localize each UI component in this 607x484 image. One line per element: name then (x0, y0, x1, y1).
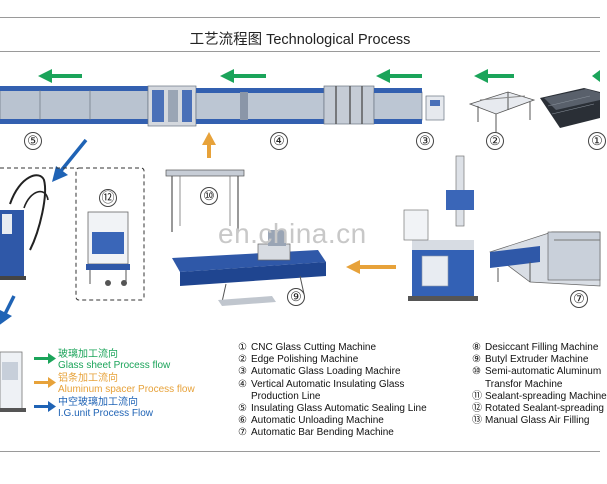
top-rule (0, 17, 600, 18)
step-number-10: ⑩ (200, 187, 218, 205)
glass-flow-arrow-2 (220, 69, 266, 83)
rotated-sealant-machine (86, 211, 130, 286)
aluminum-transfer-rack (165, 169, 245, 232)
desiccant-filling-machine (403, 155, 478, 301)
step-number-5: ⑤ (24, 132, 42, 150)
cnc-cutting-table (540, 88, 600, 128)
bottom-rule (0, 451, 600, 452)
legend-arrow-ig (34, 401, 56, 412)
legend-arrow-aluminum (34, 377, 56, 388)
glass-flow-arrow-3 (376, 69, 422, 83)
step-number-12: ⑫ (99, 189, 117, 207)
aluminum-flow-arrow-left (346, 260, 396, 274)
insulating-glass-production-line (0, 85, 445, 127)
legend-aluminum: 铝条加工流向 Aluminum spacer Process flow (58, 373, 195, 395)
edge-polishing-table (468, 91, 536, 132)
aluminum-flow-arrow-up (202, 132, 216, 158)
step-number-2: ② (486, 132, 504, 150)
legend-ig-en: I.G.unit Process Flow (58, 408, 154, 419)
bar-bending-machine (489, 231, 601, 287)
step-number-7: ⑦ (570, 290, 588, 308)
legend-aluminum-en: Aluminum spacer Process flow (58, 384, 195, 395)
legend-glass-cn: 玻璃加工流向 (58, 349, 118, 360)
legend-ig: 中空玻璃加工流向 I.G.unit Process Flow (58, 397, 153, 419)
step-number-1: ① (588, 132, 606, 150)
legend-arrow-glass (34, 353, 56, 364)
step-number-9: ⑨ (287, 288, 305, 306)
glass-flow-arrow-4 (474, 69, 514, 83)
watermark: en.china.cn (218, 218, 367, 249)
step-number-4: ④ (270, 132, 288, 150)
machine-item: Production Line (251, 390, 321, 402)
page-title: 工艺流程图 Technological Process (189, 32, 411, 48)
legend-ig-cn: 中空玻璃加工流向 (58, 397, 138, 408)
step-number-3: ③ (416, 132, 434, 150)
sealant-group-frame (75, 167, 145, 301)
legend-glass-en: Glass sheet Process flow (58, 360, 171, 371)
legend-aluminum-cn: 铝条加工流向 (58, 373, 118, 384)
glass-flow-arrow-5 (592, 70, 600, 82)
title-rule (0, 51, 600, 52)
ig-flow-arrow-down (0, 295, 16, 325)
ig-flow-arrow-diagonal (52, 138, 88, 182)
butyl-extruder (172, 230, 326, 306)
sealant-spreading-machine (0, 174, 49, 280)
legend-glass: 玻璃加工流向 Glass sheet Process flow (58, 349, 170, 371)
unloading-machine (0, 351, 26, 412)
machine-item: Transfor Machine (485, 378, 563, 390)
glass-flow-arrow-1 (38, 69, 82, 83)
